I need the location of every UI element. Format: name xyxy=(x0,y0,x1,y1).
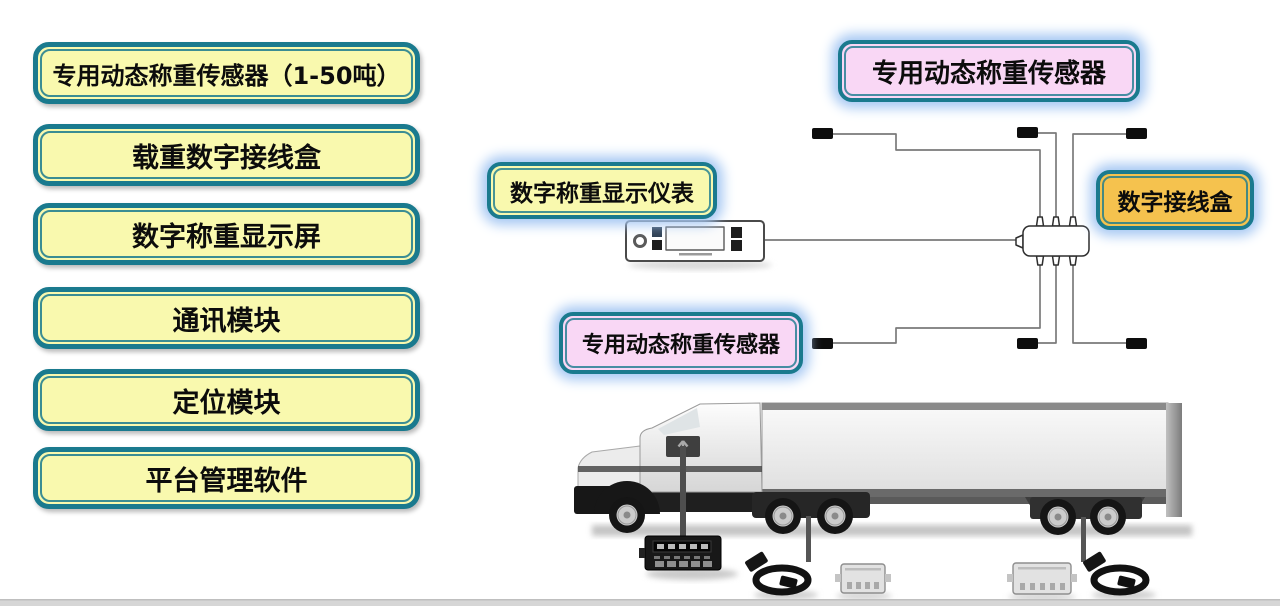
load-sensor xyxy=(1017,338,1038,349)
btn-dynamic-weighing-sensor: 专用动态称重传感器（1-50吨） xyxy=(33,42,420,104)
sensor-cable-assembly xyxy=(745,551,818,600)
load-sensor xyxy=(812,338,833,349)
signal-wire xyxy=(832,133,1041,219)
junction-box-device xyxy=(1015,216,1090,266)
bottom-divider xyxy=(0,599,1280,606)
tag-label: 数字称重显示仪表 xyxy=(493,168,711,213)
load-sensor xyxy=(1126,338,1147,349)
btn-label: 专用动态称重传感器（1-50吨） xyxy=(40,49,413,97)
indicator-screen xyxy=(665,226,725,251)
axle-drop-line xyxy=(806,516,811,562)
signal-wire xyxy=(1072,263,1127,344)
wheels xyxy=(609,497,1126,535)
tag-label: 专用动态称重传感器 xyxy=(565,318,797,368)
tag-dynamic-sensor-top: 专用动态称重传感器 xyxy=(838,40,1140,102)
tag-label: 数字接线盒 xyxy=(1102,176,1248,224)
btn-platform-management-software: 平台管理软件 xyxy=(33,447,420,509)
wiring-diagram xyxy=(625,127,1147,349)
load-sensor xyxy=(1126,128,1147,139)
btn-label: 平台管理软件 xyxy=(40,454,413,502)
btn-digital-weighing-display: 数字称重显示屏 xyxy=(33,203,420,265)
junction-box-module xyxy=(835,563,892,600)
btn-positioning-module: 定位模块 xyxy=(33,369,420,431)
weighing-indicator-unit xyxy=(639,535,738,580)
truck-illustration xyxy=(574,402,1192,601)
tag-weighing-indicator: 数字称重显示仪表 xyxy=(487,162,717,219)
sensor-cable-assembly xyxy=(1083,551,1156,600)
tag-label: 专用动态称重传感器 xyxy=(844,46,1134,96)
btn-load-digital-junction-box: 载重数字接线盒 xyxy=(33,124,420,186)
btn-label: 定位模块 xyxy=(40,376,413,424)
load-sensor xyxy=(812,128,833,139)
axle-drop-line xyxy=(1081,517,1086,562)
signal-wire xyxy=(1072,133,1127,219)
weighing-indicator-device xyxy=(625,220,772,270)
indicator-mount-pole xyxy=(680,446,686,538)
load-sensor xyxy=(1017,127,1038,138)
tag-digital-junction-box: 数字接线盒 xyxy=(1096,170,1254,230)
power-knob xyxy=(633,234,647,248)
btn-communication-module: 通讯模块 xyxy=(33,287,420,349)
btn-label: 通讯模块 xyxy=(40,294,413,342)
function-key xyxy=(652,227,662,237)
signal-wire xyxy=(1037,132,1057,219)
function-key xyxy=(652,240,662,250)
junction-box-module xyxy=(1007,562,1077,601)
btn-label: 数字称重显示屏 xyxy=(40,210,413,258)
signal-wire xyxy=(1037,263,1057,344)
signal-wire xyxy=(832,263,1041,344)
btn-label: 载重数字接线盒 xyxy=(40,131,413,179)
tag-dynamic-sensor-bottom: 专用动态称重传感器 xyxy=(559,312,803,374)
arrow-key xyxy=(731,240,742,251)
trailer xyxy=(761,402,1182,517)
arrow-key xyxy=(731,227,742,238)
